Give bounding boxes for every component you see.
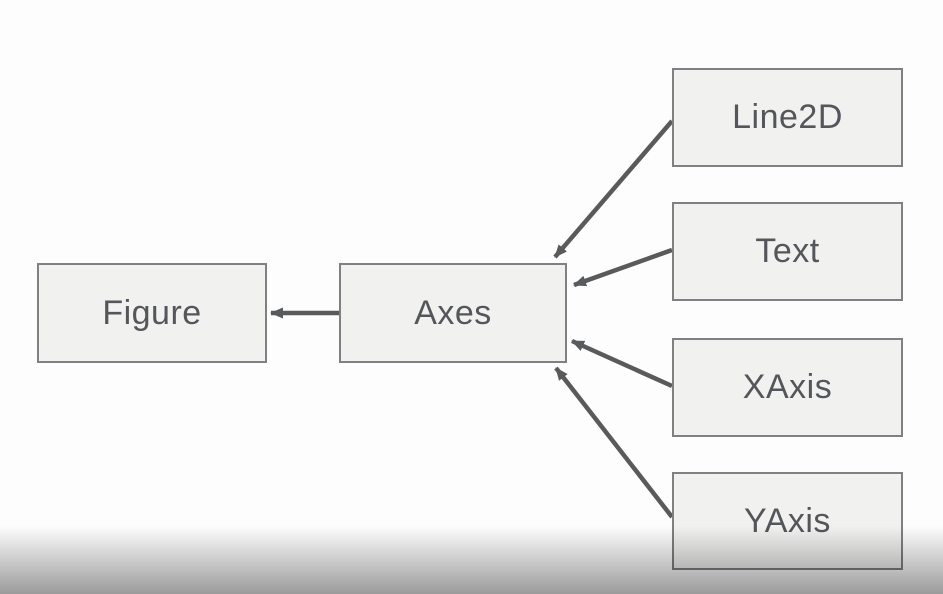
node-text: Text	[672, 202, 903, 301]
edge-line2d-to-axes	[553, 119, 674, 259]
edge-text-to-axes	[573, 247, 673, 288]
node-axes-label: Axes	[414, 293, 492, 332]
node-xaxis-label: XAxis	[742, 368, 833, 406]
node-xaxis: XAxis	[672, 338, 903, 437]
node-line2d-label: Line2D	[732, 98, 843, 136]
node-figure-label: Figure	[102, 293, 202, 332]
node-line2d: Line2D	[672, 68, 903, 167]
node-text-label: Text	[755, 232, 820, 270]
node-axes: Axes	[339, 263, 567, 363]
node-figure: Figure	[37, 263, 267, 363]
edge-yaxis-to-axes	[554, 366, 674, 519]
node-yaxis-label: YAxis	[744, 501, 831, 540]
edge-xaxis-to-axes	[571, 338, 673, 389]
node-yaxis: YAxis	[672, 472, 903, 570]
